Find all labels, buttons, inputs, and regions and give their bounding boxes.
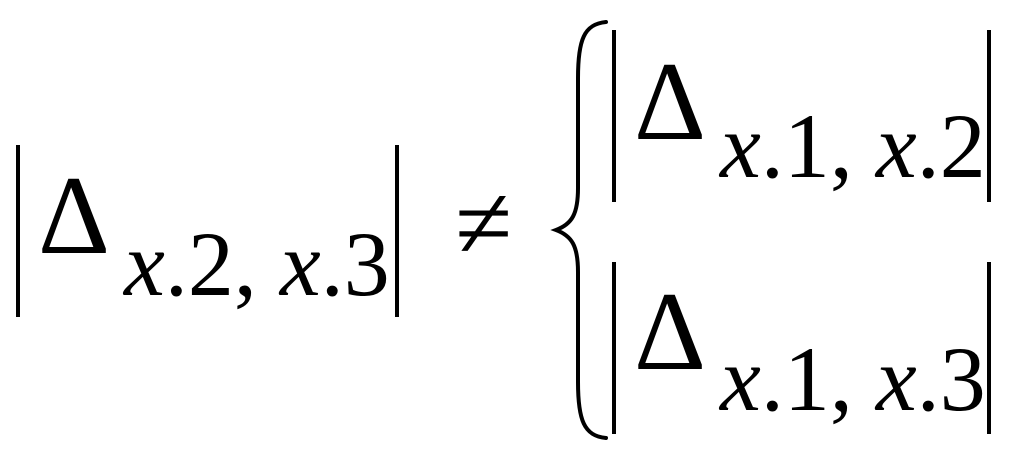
- case2-sub-text-1: .1,: [760, 328, 876, 430]
- case2-delta-symbol: Δ: [634, 270, 707, 394]
- lhs-subscript: x.2, x.3: [124, 218, 390, 310]
- case1-sub-var-1: x: [720, 95, 761, 197]
- case1-sub-text-1: .1,: [760, 95, 876, 197]
- case1-subscript: x.1, x.2: [720, 100, 986, 192]
- lhs-delta-symbol: Δ: [38, 154, 111, 278]
- case2-abs-bar-right: [987, 262, 991, 434]
- lhs-abs-bar-left: [16, 145, 20, 317]
- lhs-sub-var-1: x: [124, 213, 165, 315]
- case1-sub-var-2: x: [875, 95, 917, 197]
- case1-abs-bar-right: [987, 30, 991, 202]
- case1-delta-symbol: Δ: [634, 40, 707, 164]
- curly-brace-icon: [550, 20, 608, 440]
- case2-subscript: x.1, x.3: [720, 333, 986, 425]
- case2-sub-var-2: x: [875, 328, 917, 430]
- lhs-sub-text-1: .2,: [164, 213, 280, 315]
- lhs-sub-var-2: x: [279, 213, 321, 315]
- lhs-sub-text-2: .3: [320, 213, 390, 315]
- case1-sub-text-2: .2: [916, 95, 986, 197]
- case2-abs-bar-left: [612, 262, 616, 434]
- case1-abs-bar-left: [612, 30, 616, 202]
- not-equal-sign: ≠: [455, 166, 513, 281]
- lhs-abs-bar-right: [395, 145, 399, 317]
- case2-sub-var-1: x: [720, 328, 761, 430]
- case2-sub-text-2: .3: [916, 328, 986, 430]
